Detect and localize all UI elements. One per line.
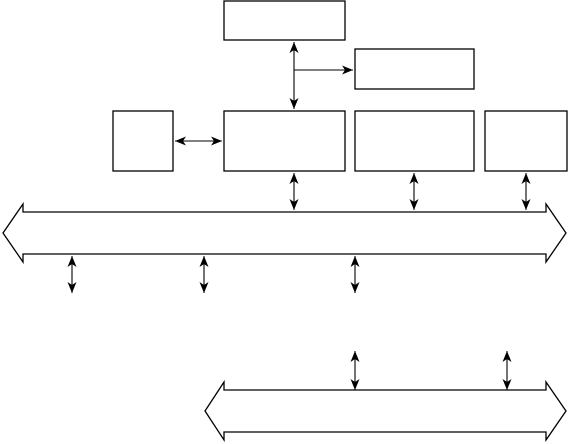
block-right <box>354 110 475 172</box>
block-right-upper <box>354 48 475 90</box>
block-far-right <box>484 110 568 172</box>
bus-lower <box>204 379 567 443</box>
block-center <box>223 110 346 172</box>
bus-upper <box>2 201 567 265</box>
block-top <box>223 0 346 41</box>
block-left-small <box>112 110 174 172</box>
